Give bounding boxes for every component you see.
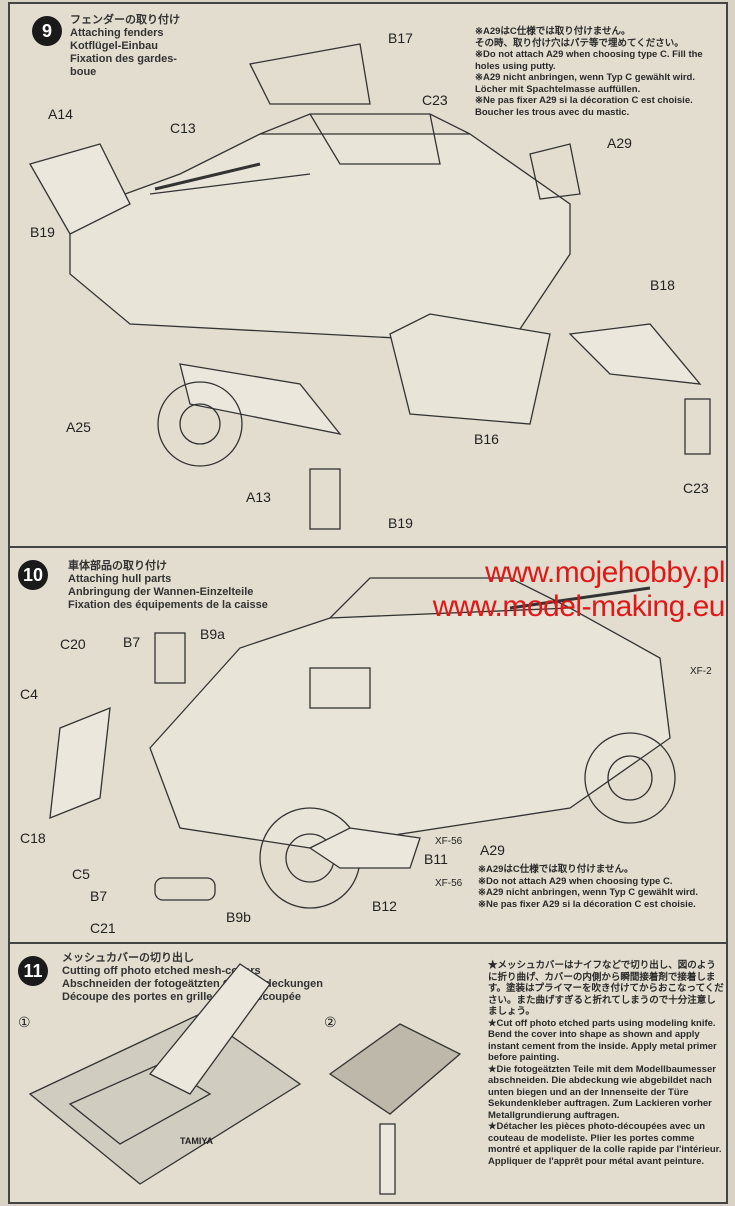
part-label: XF-56 [435,878,463,889]
title-en: Attaching hull parts [68,573,172,585]
note-line: ★Cut off photo etched parts using modeli… [488,1017,717,1064]
part-label: C5 [72,866,90,882]
note-line: ★Die fotogeätzten Teile mit dem Modellba… [488,1063,716,1121]
step-title: フェンダーの取り付け Attaching fenders Kotflügel-E… [70,14,180,79]
step-title: 車体部品の取り付け Attaching hull parts Anbringun… [68,560,268,612]
title-ja: フェンダーの取り付け [70,14,180,26]
note-line: ※A29はC仕様では取り付けません。 [475,26,631,37]
substep-1-label: ① [18,1014,31,1030]
title-en: Attaching fenders [70,27,164,39]
part-label: C23 [422,92,448,108]
part-label: B16 [474,431,499,447]
part-label: A25 [66,419,91,435]
step-note: ★メッシュカバーはナイフなどで切り出し、図のように折り曲げ、カバーの内側から瞬間… [488,960,724,1167]
part-label: C20 [60,636,86,652]
step-number-badge: 10 [18,560,48,590]
part-label: A13 [246,489,271,505]
part-label: C21 [90,920,116,936]
title-en: Cutting off photo etched mesh-covers [62,965,261,977]
vehicle-hull-diagram [49,577,676,909]
part-label: B19 [388,515,413,531]
note-line: その時、取り付け穴はパテ等で埋めてください。 [475,37,684,49]
part-label: B11 [424,851,448,867]
step-10-panel: 10 車体部品の取り付け Attaching hull parts Anbrin… [8,546,728,946]
note-line: ※Ne pas fixer A29 si la décoration C est… [475,95,693,118]
part-label: B12 [372,898,397,914]
note-line: ※A29 nicht anbringen, wenn Typ C gewählt… [478,887,698,898]
part-label: B9b [226,909,251,925]
part-label: B7 [123,634,141,650]
step-9-panel: 9 フェンダーの取り付け Attaching fenders Kotflügel… [8,2,728,554]
part-label: A29 [607,135,632,151]
note-line: ※A29 nicht anbringen, wenn Typ C gewählt… [475,72,695,95]
part-label: B19 [30,224,55,240]
title-ja: メッシュカバーの切り出し [62,952,194,964]
title-fr: Fixation des gardes-boue [70,53,177,78]
title-de: Kotflügel-Einbau [70,40,158,52]
part-label: C13 [170,120,196,136]
watermark-url: www.mojehobby.pl [485,556,725,589]
photo-etch-diagram [28,963,462,1195]
title-ja: 車体部品の取り付け [68,560,167,572]
part-label: C23 [683,480,709,496]
watermark-url: www.model-making.eu [432,590,726,623]
note-line: ★メッシュカバーはナイフなどで切り出し、図のように折り曲げ、カバーの内側から瞬間… [488,960,724,1017]
part-label: C4 [20,686,38,702]
part-label: B7 [90,888,108,904]
part-label: A14 [48,106,73,122]
part-label: B18 [650,277,675,293]
part-label: A29 [480,842,505,858]
note-line: ※A29はC仕様では取り付けません。 [478,864,634,875]
part-label: XF-2 [690,666,712,677]
note-line: ※Ne pas fixer A29 si la décoration C est… [478,898,696,910]
note-line: ★Détacher les pièces photo-découpées ave… [488,1121,722,1167]
step-number-badge: 9 [32,16,62,46]
step-11-panel: 11 メッシュカバーの切り出し Cutting off photo etched… [8,942,728,1204]
note-line: ※Do not attach A29 when choosing type C. [478,875,673,887]
vehicle-fender-diagram [29,43,711,530]
note-line: ※Do not attach A29 when choosing type C.… [475,49,703,72]
title-fr: Fixation des équipements de la caisse [68,599,268,611]
step-note: ※A29はC仕様では取り付けません。 その時、取り付け穴はパテ等で埋めてください… [475,26,725,118]
step-note: ※A29はC仕様では取り付けません。 ※Do not attach A29 wh… [478,864,728,910]
brand-logo-text: TAMIYA [180,1136,214,1146]
part-label: B17 [388,30,413,46]
part-label: XF-56 [435,836,463,847]
part-label: B9a [200,626,225,642]
title-de: Anbringung der Wannen-Einzelteile [68,586,254,598]
step-number-badge: 11 [18,956,48,986]
part-label: C18 [20,830,46,846]
substep-2-label: ② [324,1014,337,1030]
